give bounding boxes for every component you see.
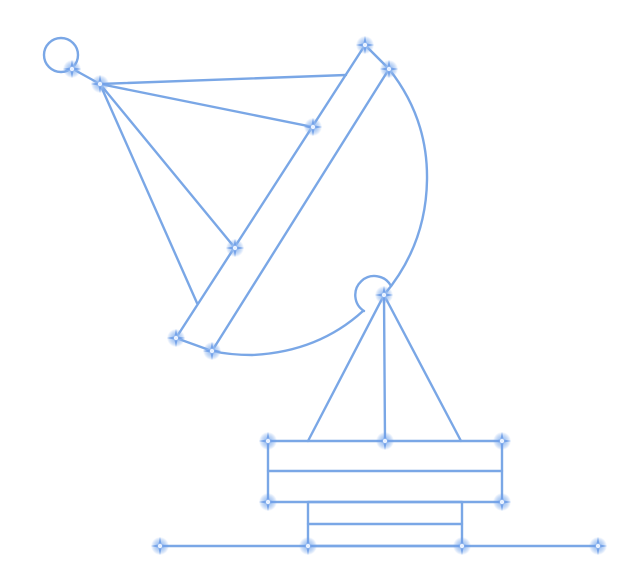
sparkle-icon xyxy=(375,286,393,304)
sparkle-icon xyxy=(259,493,277,511)
sparkle-icon xyxy=(203,342,221,360)
base-block-icon xyxy=(266,439,504,504)
sparkle-icon xyxy=(63,60,81,78)
sparkle-icon xyxy=(493,432,511,450)
sparkle-icon xyxy=(453,537,471,555)
sparkle-icon xyxy=(356,36,374,54)
sparkle-icon xyxy=(304,118,322,136)
sparkle-icon xyxy=(151,537,169,555)
sparkle-icon xyxy=(91,75,109,93)
sparkle-icon xyxy=(376,432,394,450)
sparkle-icon xyxy=(167,329,185,347)
tripod-mount-icon xyxy=(306,293,463,443)
feed-struts xyxy=(98,73,348,305)
sparkle-icon xyxy=(380,60,398,78)
reflector-dish-icon xyxy=(210,67,429,357)
sparkle-icon xyxy=(226,239,244,257)
sparkle-icon xyxy=(299,537,317,555)
sparkle-icon xyxy=(493,493,511,511)
sparkle-icon xyxy=(589,537,607,555)
pedestal-icon xyxy=(306,500,464,548)
sparkle-icon xyxy=(259,432,277,450)
pivot-joint-icon xyxy=(354,274,393,313)
sparkles-group xyxy=(63,36,607,555)
